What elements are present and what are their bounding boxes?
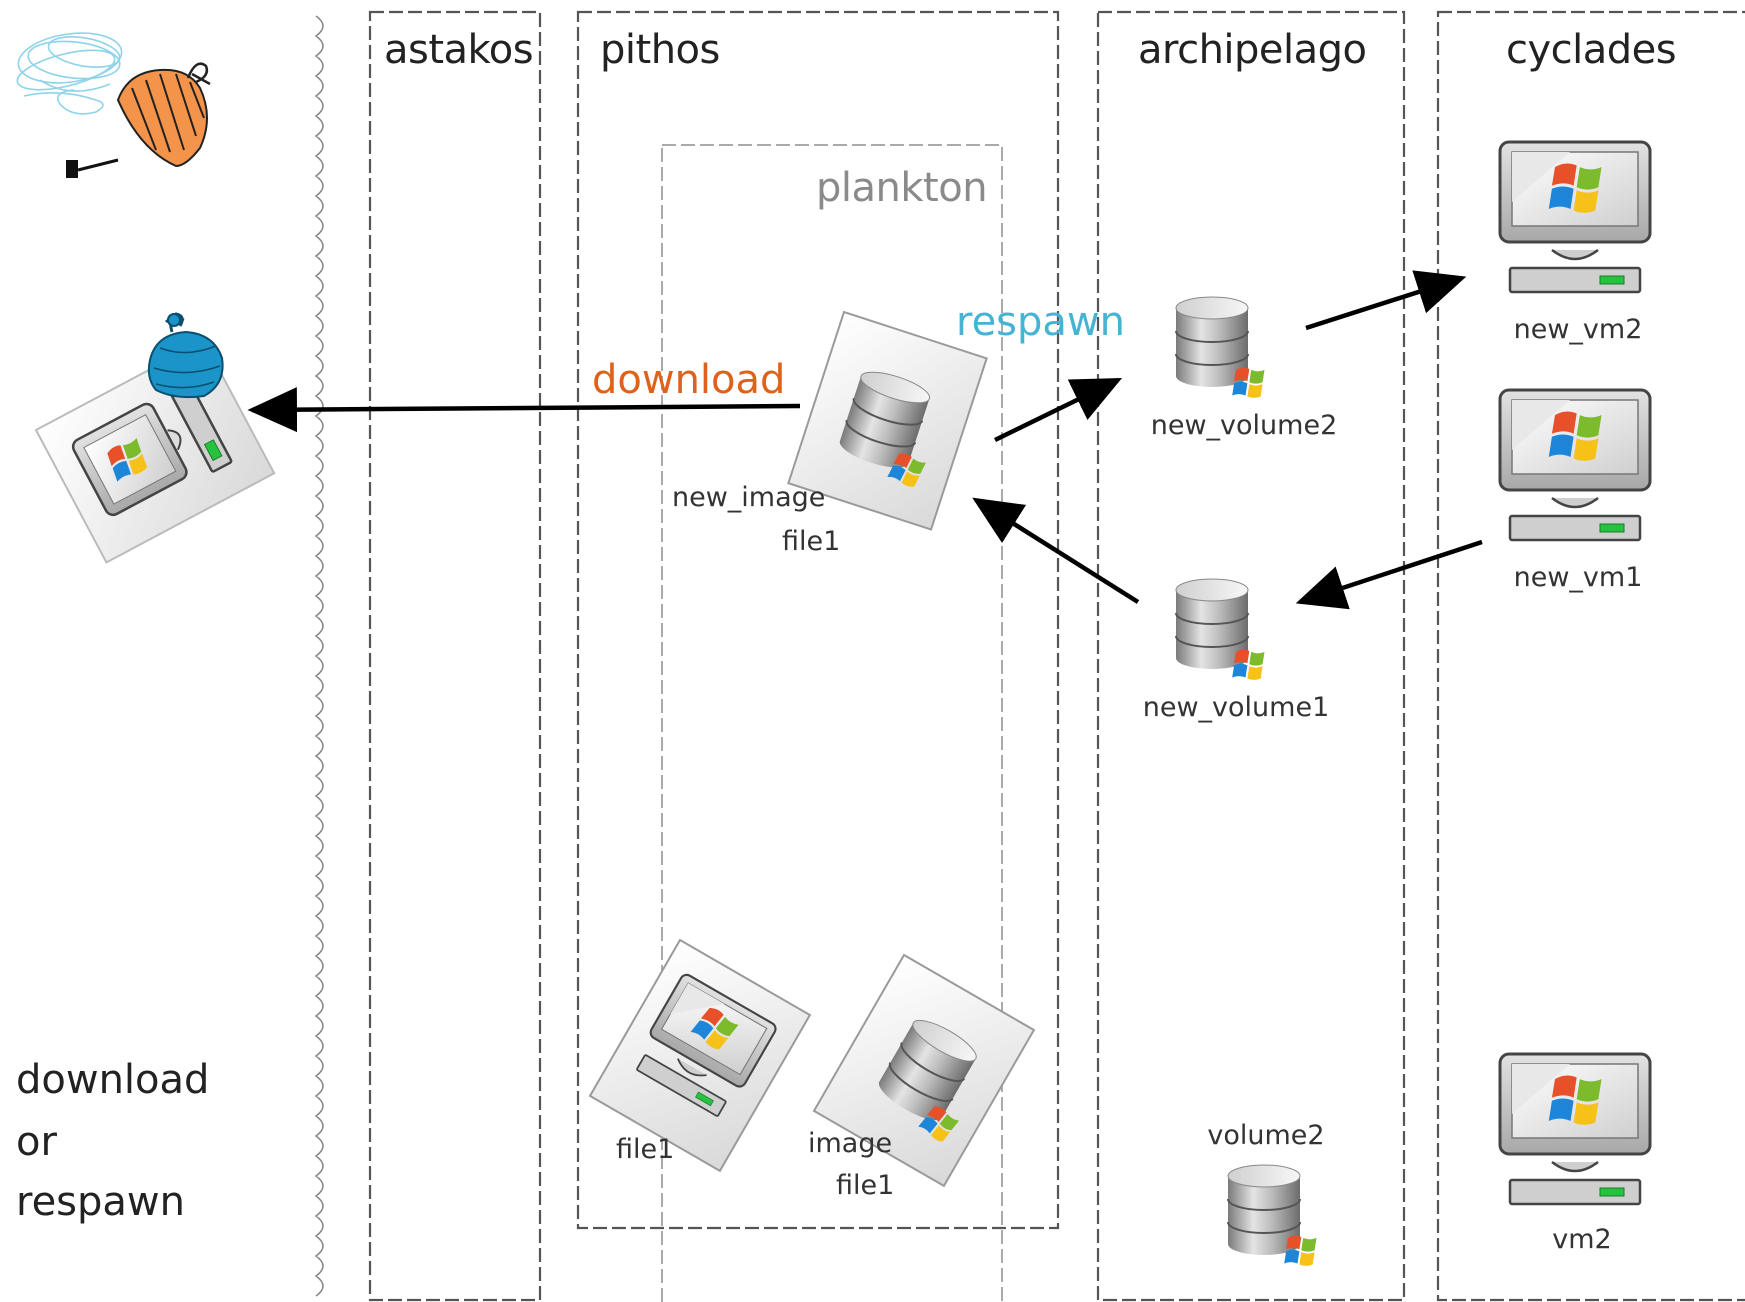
vm-to-volume-arrow [1295, 539, 1483, 610]
respawn-arrow [994, 377, 1123, 443]
astakos-column [368, 10, 542, 1302]
vm2-icon [1500, 1054, 1650, 1204]
caption-line3: respawn [16, 1179, 185, 1225]
volume-to-image-arrow [972, 497, 1140, 604]
archipelago-column [1096, 10, 1406, 1302]
file1-label: file1 [616, 1134, 675, 1165]
image-file-label: file1 [836, 1170, 895, 1201]
archipelago-title: archipelago [1138, 27, 1367, 73]
torn-edge-border [314, 15, 324, 1297]
new-vm2-icon [1500, 142, 1650, 292]
cyclades-column [1436, 10, 1745, 1302]
new-volume2-label: new_volume2 [1150, 410, 1338, 441]
download-label: download [592, 357, 786, 403]
plankton-column [661, 144, 1003, 1302]
new-vm1-label: new_vm1 [1513, 562, 1643, 593]
new-volume1-icon [1176, 579, 1265, 680]
respawn-label: respawn [956, 299, 1125, 345]
new-vm2-label: new_vm2 [1513, 314, 1643, 345]
new-image-file-label: file1 [782, 526, 841, 557]
astakos-title: astakos [384, 27, 534, 73]
volume2-icon [1228, 1165, 1317, 1266]
wool-hat-doodle-icon [16, 32, 211, 178]
volume2-label: volume2 [1207, 1120, 1325, 1151]
download-arrow [247, 387, 801, 433]
cyclades-title: cyclades [1506, 27, 1677, 73]
vm2-label: vm2 [1552, 1224, 1612, 1255]
new-volume1-label: new_volume1 [1142, 692, 1330, 723]
caption-line1: download [16, 1057, 210, 1103]
new-vm1-icon [1500, 390, 1650, 540]
volume-to-vm-arrow [1305, 270, 1467, 331]
image-label: image [808, 1128, 893, 1159]
pithos-column [576, 10, 1060, 1230]
plankton-title: plankton [816, 165, 988, 211]
new-image-label: new_image [672, 482, 826, 513]
new-volume2-icon [1176, 297, 1265, 398]
pithos-title: pithos [600, 27, 720, 73]
downloaded-image-icon [34, 312, 276, 564]
caption-line2: or [16, 1119, 57, 1165]
blue-hat-icon [147, 312, 224, 399]
